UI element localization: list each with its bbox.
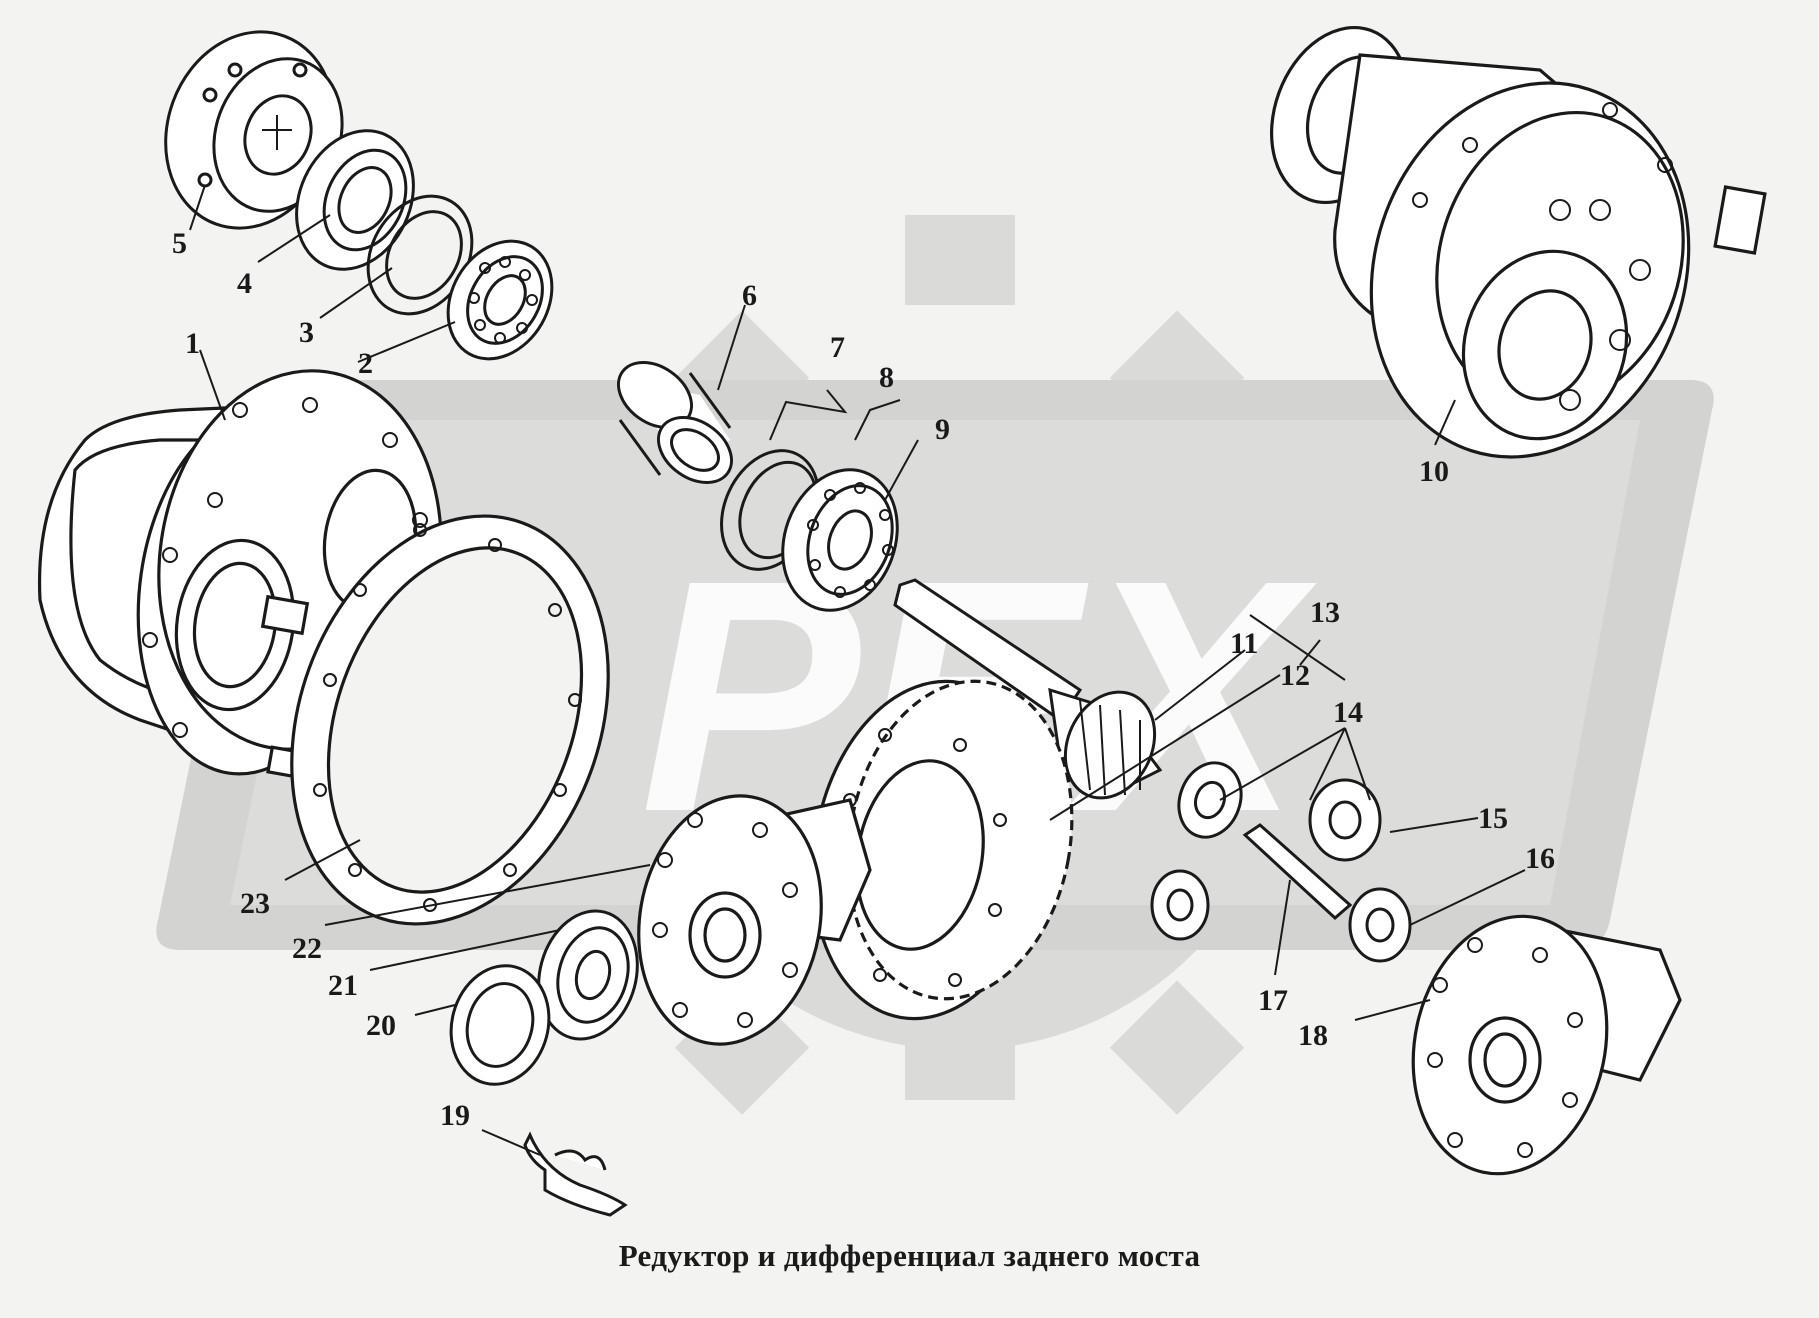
callout-5: 5	[172, 227, 187, 260]
callout-21: 21	[328, 969, 358, 1002]
part-6-sleeve	[617, 361, 733, 484]
callout-labels: 1 2 3 4 5 6 7 8 9 10 11 12 13 14 15 16 1…	[172, 227, 1555, 1132]
part-17-cross-axle	[1242, 823, 1353, 921]
callout-4: 4	[237, 267, 252, 300]
callout-22: 22	[292, 932, 322, 965]
callout-9: 9	[935, 413, 950, 446]
callout-8: 8	[879, 361, 894, 394]
part-4-seal	[295, 129, 415, 271]
callout-13: 13	[1310, 596, 1340, 629]
part-20-nut	[449, 964, 551, 1086]
callout-10: 10	[1419, 455, 1449, 488]
callout-2: 2	[358, 347, 373, 380]
part-14-15-16-gears	[1150, 761, 1412, 963]
callout-19: 19	[440, 1099, 470, 1132]
callout-14: 14	[1333, 696, 1363, 729]
callout-1: 1	[185, 327, 200, 360]
callout-18: 18	[1298, 1019, 1328, 1052]
callout-23: 23	[240, 887, 270, 920]
callout-17: 17	[1258, 984, 1288, 1017]
part-11-pinion	[893, 578, 1163, 800]
callout-16: 16	[1525, 842, 1555, 875]
part-21-bearing	[537, 909, 639, 1041]
part-22-diff-case	[637, 794, 872, 1046]
part-9-bearing	[781, 468, 899, 612]
part-10-assembly	[1270, 25, 1767, 459]
part-2-bearing	[446, 239, 554, 361]
callout-11: 11	[1230, 627, 1258, 660]
part-23-gasket	[290, 514, 610, 926]
part-18-diff-case	[1411, 914, 1682, 1176]
diagram-caption: Редуктор и дифференциал заднего моста	[618, 1238, 1201, 1273]
part-19-lock-plate	[523, 1131, 628, 1217]
leader-lines	[189, 184, 1526, 1156]
callout-3: 3	[299, 316, 314, 349]
callout-12: 12	[1280, 659, 1310, 692]
callout-15: 15	[1478, 802, 1508, 835]
callout-6: 6	[742, 279, 757, 312]
callout-7: 7	[830, 331, 845, 364]
callout-20: 20	[366, 1009, 396, 1042]
